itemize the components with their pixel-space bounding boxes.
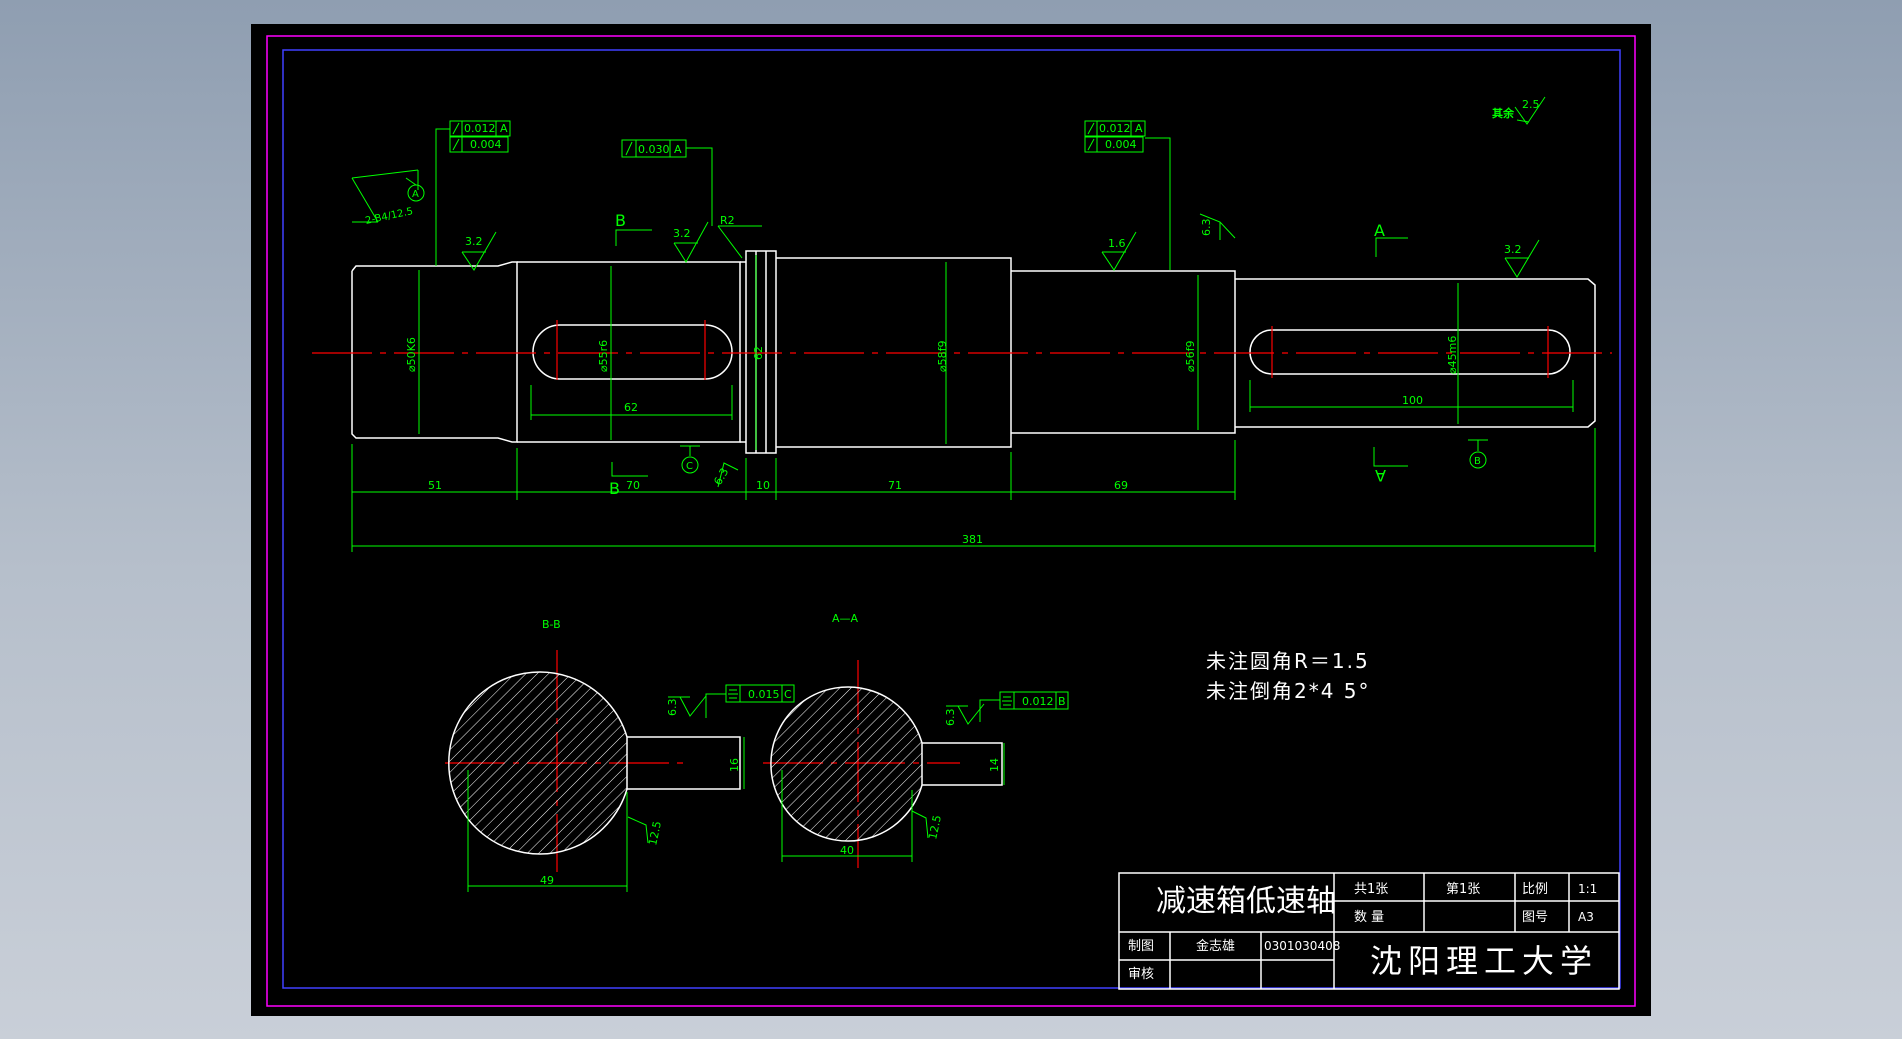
runout-icon: [625, 141, 633, 156]
dim-10: 10: [756, 479, 770, 492]
dim-collar: 62: [752, 346, 765, 360]
datum-b: [1468, 439, 1488, 469]
sheets-total: 共1张: [1354, 882, 1388, 897]
sheet-no: 第1张: [1446, 882, 1480, 897]
roughness-symbols: [461, 96, 1546, 488]
sheet-border-inner: [282, 49, 1621, 989]
tolerance-values: 0.012 A 0.004 0.030 A 0.012 A 0.004 0.01…: [464, 122, 1143, 708]
symmetry-icon: [1002, 696, 1012, 706]
bb-key: 16: [728, 758, 741, 772]
roughness-r3: 1.6: [1108, 237, 1126, 250]
title-block: [1118, 872, 1620, 990]
aa-roughness-side: 6.3: [944, 709, 957, 727]
center-hole-leader: [351, 169, 419, 223]
section-cuts: [611, 229, 1408, 477]
title-block-text: 减速箱低速轴 共1张 第1张 比例 1:1 数 量 图号 A3 制图 金志雄 0…: [1128, 882, 1598, 982]
aa-width: 40: [840, 844, 854, 857]
runout-icon: [1087, 122, 1095, 135]
dim-70: 70: [626, 479, 640, 492]
datum-a-label: A: [412, 189, 419, 200]
section-bb-dims: [467, 695, 745, 892]
datum-c: [680, 445, 700, 474]
dim-381: 381: [962, 533, 983, 546]
note-fillet: 未注圆角R＝1.5: [1206, 649, 1370, 673]
dim-d58f9: ⌀58f9: [936, 341, 949, 373]
aa-key: 14: [988, 758, 1001, 772]
length-dims: [351, 428, 1596, 552]
drawing-no-label: 图号: [1522, 910, 1548, 925]
tol-left-runout: 0.012: [464, 122, 496, 135]
cut-a-bottom: A: [1375, 466, 1386, 485]
aa-roughness-bottom: 12.5: [926, 814, 944, 841]
roughness-rest: 2.5: [1522, 98, 1540, 111]
cut-b-top: B: [615, 211, 626, 230]
roughness-r5: 3.2: [1504, 243, 1522, 256]
tol-right-runout: 0.012: [1099, 122, 1131, 135]
note-chamfer: 未注倒角2*4 5°: [1206, 679, 1371, 703]
dim-d55r6: ⌀55r6: [597, 340, 610, 372]
dim-d50k6: ⌀50K6: [405, 337, 418, 372]
dim-69: 69: [1114, 479, 1128, 492]
sheet-border-outer: [266, 35, 1636, 1007]
bb-roughness-bottom: 12.5: [646, 820, 664, 847]
keyway-dims: [530, 380, 1574, 420]
tolerance-icons: [452, 122, 1095, 706]
roughness-rest-prefix: 其余: [1492, 106, 1515, 120]
section-bb: [448, 671, 741, 855]
diameter-dims: [418, 255, 1459, 450]
tol-aa-sym: 0.012: [1022, 695, 1054, 708]
part-name: 减速箱低速轴: [1156, 884, 1336, 919]
roughness-r2: 3.2: [673, 227, 691, 240]
dim-71: 71: [888, 479, 902, 492]
student-id: 0301030408: [1264, 939, 1340, 953]
qty-label: 数 量: [1354, 910, 1384, 925]
tol-bb-sym: 0.015: [748, 688, 780, 701]
section-bb-title: B-B: [542, 618, 561, 631]
datum-a: [405, 177, 425, 202]
dim-keyway2: 100: [1402, 394, 1423, 407]
dim-d56f9: ⌀56f9: [1184, 341, 1197, 373]
drawn-by-label: 制图: [1128, 939, 1154, 954]
school-name: 沈阳理工大学: [1370, 942, 1598, 980]
section-aa: [770, 686, 1003, 842]
datum-b-label: B: [1474, 456, 1481, 467]
tol-right-runout-ref: A: [1135, 122, 1143, 135]
diameter-labels: ⌀50K6 ⌀55r6 62 ⌀58f9 ⌀56f9 ⌀45m6: [405, 336, 1459, 374]
tol-mid-runout: 0.030: [638, 143, 670, 156]
cylindricity-icon: [452, 138, 460, 151]
scale-value: 1:1: [1578, 882, 1597, 896]
radius-note: R2: [720, 214, 735, 227]
bb-width: 49: [540, 874, 554, 887]
dim-d45m6: ⌀45m6: [1446, 336, 1459, 374]
tol-bb-sym-ref: C: [784, 688, 792, 701]
drawing-no-value: A3: [1578, 910, 1594, 924]
symmetry-icon: [728, 689, 738, 699]
tol-left-cyl: 0.004: [470, 138, 502, 151]
runout-icon: [452, 122, 460, 135]
tol-mid-runout-ref: A: [674, 143, 682, 156]
drawing-sheet: [251, 24, 1651, 1016]
checked-by-label: 审核: [1128, 967, 1154, 982]
r2-leader: [717, 225, 762, 259]
cylindricity-icon: [1087, 138, 1095, 151]
tol-left-runout-ref: A: [500, 122, 508, 135]
dim-51: 51: [428, 479, 442, 492]
tolerance-frames: [435, 120, 1171, 722]
tol-right-cyl: 0.004: [1105, 138, 1137, 151]
length-labels: 51 70 10 71 69 381: [428, 479, 1128, 546]
tol-aa-sym-ref: B: [1058, 695, 1066, 708]
section-aa-title: A—A: [832, 612, 859, 625]
bb-roughness-side: 6.3: [666, 699, 679, 717]
cut-a-top: A: [1374, 221, 1385, 240]
cut-b-bottom: B: [609, 479, 620, 498]
drawn-by: 金志雄: [1196, 938, 1235, 954]
scale-label: 比例: [1522, 882, 1548, 897]
cut-letters: B B A A: [609, 211, 1386, 498]
roughness-r1: 3.2: [465, 235, 483, 248]
section-aa-dims: [781, 703, 1005, 862]
datum-c-label: C: [686, 461, 693, 472]
dim-keyway1: 62: [624, 401, 638, 414]
roughness-r4: 6.3: [1200, 219, 1213, 237]
